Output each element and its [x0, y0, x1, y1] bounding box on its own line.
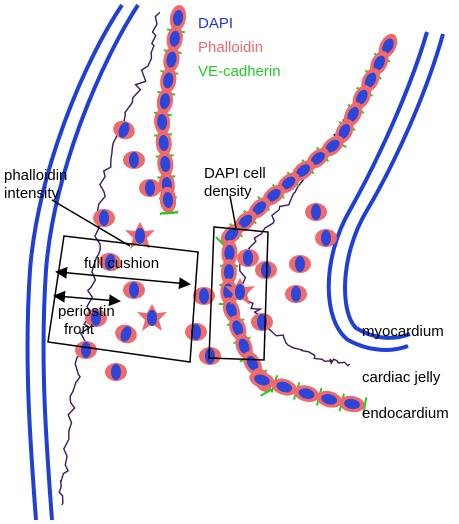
periostin-front-label: periostin front [58, 303, 119, 338]
endothelial-cell [225, 278, 255, 305]
endocardial-cells [75, 5, 398, 416]
periostin-left [58, 11, 161, 506]
endothelial-cell [185, 323, 207, 341]
endothelial-cell [220, 239, 239, 268]
endothelial-cell [364, 50, 389, 80]
endothelial-cell [305, 203, 327, 221]
endothelial-cell [139, 179, 161, 197]
endothelial-cell [316, 390, 345, 412]
endothelial-cell [99, 252, 121, 272]
dapi-pointer [229, 195, 237, 229]
endothelial-cell [289, 255, 311, 273]
phalloidin-intensity-line2: intensity [4, 185, 60, 202]
endothelial-cell [93, 209, 115, 227]
phalloidin-intensity-line1: phalloidin [4, 167, 67, 184]
periostin-front-line2: front [64, 321, 95, 338]
endothelial-cell [293, 385, 323, 406]
endothelial-cell [115, 324, 137, 344]
endothelial-cell [123, 281, 145, 299]
myocardium-right [326, 31, 445, 352]
myocardium-left [25, 3, 140, 521]
endothelial-cell [315, 229, 337, 247]
endothelial-cell [125, 222, 155, 249]
periostin-front-arrow [53, 290, 121, 307]
endocardium-label: endocardium [362, 405, 449, 422]
endothelial-cell [199, 347, 221, 365]
endothelial-cell [193, 287, 215, 305]
full-cushion-arrow [55, 266, 191, 290]
endothelial-cell [339, 395, 368, 416]
periostin-front-line1: periostin [58, 303, 115, 320]
legend-dapi: DAPI [198, 15, 233, 32]
endothelial-cell [373, 33, 398, 63]
endothelial-cell [105, 363, 127, 381]
endothelial-cell [137, 304, 167, 331]
endothelial-cell [271, 378, 301, 400]
endothelial-cell [251, 313, 273, 331]
endothelial-cell [285, 285, 307, 303]
phalloidin-box [47, 235, 199, 363]
endothelial-cell [255, 261, 277, 279]
cardiac-jelly-label: cardiac jelly [362, 369, 441, 386]
endothelial-cell [113, 120, 135, 140]
myocardium-label: myocardium [362, 323, 444, 340]
endothelial-cell [166, 5, 187, 34]
endothelial-cell [123, 151, 145, 169]
legend-ve-cadherin: VE-cadherin [198, 63, 281, 80]
phalloidin-intensity-label: phalloidin intensity [4, 167, 72, 202]
endothelial-cell [159, 187, 179, 215]
dapi-box [208, 226, 269, 361]
endothelial-cell [75, 341, 97, 359]
full-cushion-label: full cushion [84, 255, 159, 272]
legend: DAPI Phalloidin VE-cadherin [198, 15, 281, 80]
dapi-density-line1: DAPI cell [204, 165, 266, 182]
endothelial-cell [85, 309, 107, 327]
endothelial-cell [249, 371, 279, 393]
legend-phalloidin: Phalloidin [198, 39, 263, 56]
endothelial-cell [237, 249, 259, 267]
dapi-density-label: DAPI cell density [204, 165, 270, 200]
dapi-density-line2: density [204, 183, 252, 200]
phalloidin-pointer [51, 199, 131, 247]
